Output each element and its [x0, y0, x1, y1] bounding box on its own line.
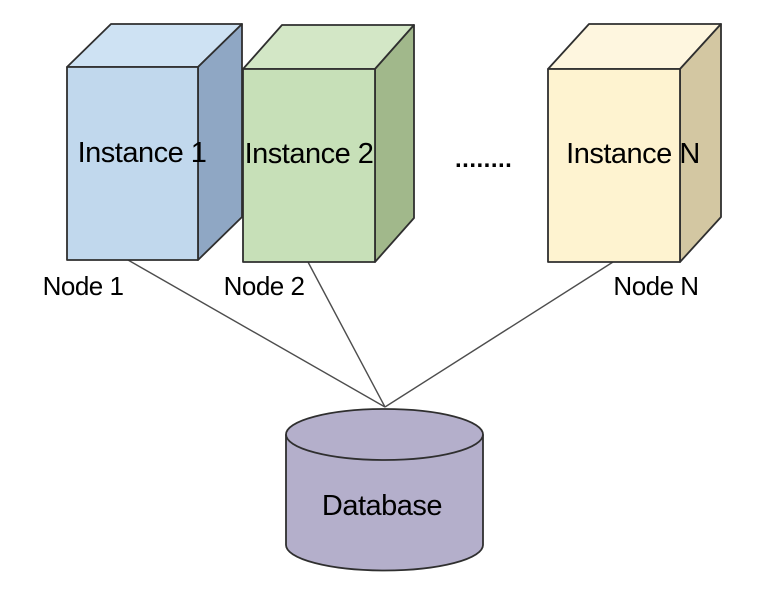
instance-n-front-face [547, 68, 681, 263]
connector-node2-database [307, 261, 386, 408]
database-label: Database [322, 490, 442, 522]
instance-n-label: Instance N [566, 138, 700, 170]
instance-2-label: Instance 2 [245, 138, 374, 170]
node-n-label: Node N [613, 271, 698, 301]
connector-node1-database [127, 259, 386, 408]
instance-1-label: Instance 1 [78, 137, 207, 169]
database-cylinder: Database [285, 408, 484, 572]
server-box-instance-n: Instance N [547, 23, 722, 263]
database-top-ellipse [285, 408, 484, 461]
connector-lines [127, 259, 614, 408]
node-1-label: Node 1 [43, 271, 124, 301]
database-body-outline [285, 434, 484, 572]
node-2-label: Node 2 [224, 271, 305, 301]
connector-noden-database [384, 261, 614, 408]
instance-1-front-face [66, 66, 199, 261]
server-box-instance-2: Instance 2 [242, 24, 415, 263]
ellipsis-dots: ........ [455, 146, 512, 173]
database-body [286, 434, 483, 571]
instance-2-front-face [242, 68, 376, 263]
server-box-instance-1: Instance 1 [66, 23, 243, 261]
